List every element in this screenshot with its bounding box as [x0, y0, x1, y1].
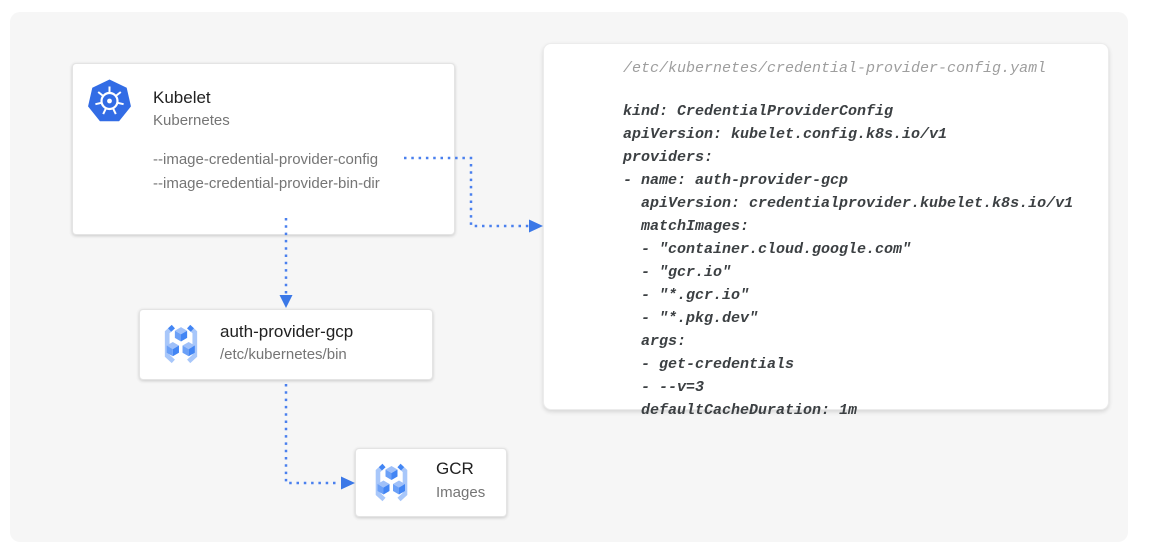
code-line: providers: [623, 149, 714, 166]
code-line: apiVersion: credentialprovider.kubelet.k… [623, 195, 1074, 212]
config-file-path: /etc/kubernetes/credential-provider-conf… [623, 60, 1047, 77]
auth-provider-title: auth-provider-gcp [220, 322, 354, 341]
container-registry-icon [375, 463, 408, 502]
code-line: args: [623, 333, 687, 350]
credential-provider-config-panel: /etc/kubernetes/credential-provider-conf… [543, 43, 1109, 419]
kubelet-title: Kubelet [153, 88, 211, 107]
kubelet-node-card: Kubelet Kubernetes --image-credential-pr… [72, 63, 455, 235]
code-line: - "*.gcr.io" [623, 287, 750, 304]
gcr-title: GCR [436, 459, 474, 478]
cube-top [174, 327, 188, 342]
auth-provider-subtitle: /etc/kubernetes/bin [220, 346, 347, 363]
code-line: matchImages: [623, 218, 750, 235]
code-line: - "container.cloud.google.com" [623, 241, 912, 258]
cube-bottom-left [166, 341, 179, 357]
kubelet-subtitle: Kubernetes [153, 112, 230, 129]
gcr-node-card: GCR Images [355, 448, 507, 517]
code-line: - name: auth-provider-gcp [623, 172, 849, 189]
code-line: - "gcr.io" [623, 264, 732, 281]
kubernetes-helm-icon [88, 79, 131, 122]
code-line: defaultCacheDuration: 1m [623, 402, 858, 419]
flag-image-credential-provider-config: --image-credential-provider-config [153, 151, 379, 168]
code-line: apiVersion: kubelet.config.k8s.io/v1 [623, 126, 948, 143]
code-line: - --v=3 [623, 379, 705, 396]
flag-image-credential-provider-bin-dir: --image-credential-provider-bin-dir [153, 175, 380, 192]
container-registry-icon [164, 324, 198, 364]
code-line: kind: CredentialProviderConfig [623, 103, 894, 120]
auth-provider-gcp-node-card: auth-provider-gcp /etc/kubernetes/bin [139, 309, 433, 380]
code-line: - "*.pkg.dev" [623, 310, 759, 327]
kubelet-flags: --image-credential-provider-config --ima… [153, 148, 380, 196]
gcr-subtitle: Images [436, 484, 486, 501]
code-line: - get-credentials [623, 356, 795, 373]
config-yaml-code: kind: CredentialProviderConfig apiVersio… [623, 100, 1092, 422]
